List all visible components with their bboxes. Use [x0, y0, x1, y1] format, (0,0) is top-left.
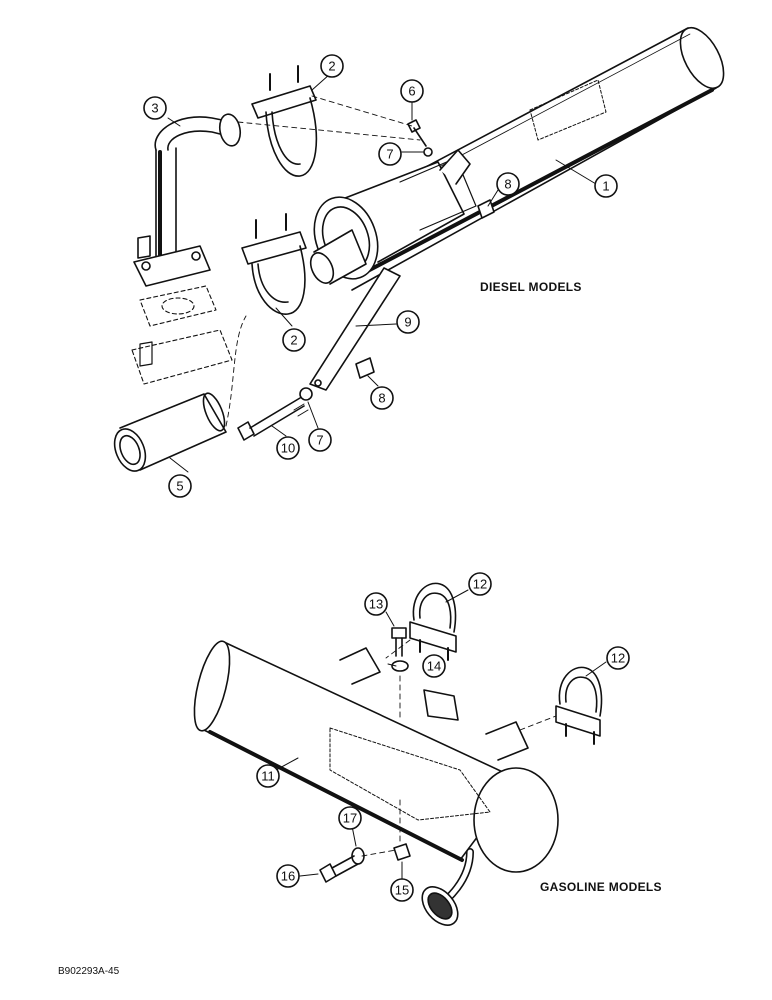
svg-text:14: 14 — [427, 659, 441, 674]
svg-text:2: 2 — [328, 59, 335, 74]
washer-7b — [299, 387, 313, 401]
bolt-16 — [319, 855, 359, 883]
callout-5: 5 — [168, 474, 192, 498]
manifold-stud — [139, 341, 153, 367]
gasoline-clamp-upper — [409, 582, 457, 661]
bolt-13 — [391, 627, 407, 657]
callout-13: 13 — [364, 592, 388, 616]
callout-7-upper: 7 — [378, 142, 402, 166]
callout-8-lower: 8 — [370, 386, 394, 410]
upper-clamp — [251, 65, 318, 177]
callout-15: 15 — [390, 878, 414, 902]
svg-text:13: 13 — [369, 597, 383, 612]
callout-16: 16 — [276, 864, 300, 888]
diesel-muffler — [309, 26, 725, 291]
figure-reference-code: B902293A-45 — [58, 966, 120, 977]
washer-14 — [391, 660, 409, 672]
callout-12-right: 12 — [606, 646, 630, 670]
svg-text:6: 6 — [408, 84, 415, 99]
svg-text:7: 7 — [386, 147, 393, 162]
manifold-gasket-outline — [131, 285, 233, 385]
callout-17: 17 — [338, 806, 362, 830]
diesel-alignment-lines — [225, 95, 421, 427]
callout-12-upper: 12 — [468, 572, 492, 596]
callout-2-upper: 2 — [320, 54, 344, 78]
svg-text:5: 5 — [176, 479, 183, 494]
svg-text:11: 11 — [261, 769, 275, 784]
svg-text:15: 15 — [395, 883, 409, 898]
elbow-pipe — [133, 113, 242, 287]
callout-14: 14 — [422, 654, 446, 678]
short-pipe — [113, 392, 227, 472]
svg-text:9: 9 — [404, 315, 411, 330]
callout-10: 10 — [276, 436, 300, 460]
nut-8a — [477, 199, 495, 219]
svg-text:1: 1 — [602, 179, 609, 194]
callout-8-upper: 8 — [496, 172, 520, 196]
svg-text:12: 12 — [611, 651, 625, 666]
callout-11: 11 — [256, 764, 280, 788]
svg-text:3: 3 — [151, 101, 158, 116]
svg-text:7: 7 — [316, 433, 323, 448]
callout-1: 1 — [594, 174, 618, 198]
callout-6: 6 — [400, 79, 424, 103]
lower-clamp — [241, 213, 307, 315]
svg-text:8: 8 — [378, 391, 385, 406]
diesel-models-label: DIESEL MODELS — [480, 280, 582, 294]
gasoline-alignment-lines — [361, 639, 557, 857]
svg-text:12: 12 — [473, 577, 487, 592]
svg-text:2: 2 — [290, 333, 297, 348]
svg-text:17: 17 — [343, 811, 357, 826]
callout-9: 9 — [396, 310, 420, 334]
nut-8b — [355, 357, 375, 379]
gasoline-models-label: GASOLINE MODELS — [540, 880, 662, 894]
svg-text:10: 10 — [281, 441, 295, 456]
mounting-strap — [309, 267, 401, 391]
gasoline-clamp-right — [555, 666, 603, 745]
bolt-10 — [237, 397, 309, 441]
callout-3: 3 — [143, 96, 167, 120]
nut-15 — [393, 843, 411, 861]
svg-text:8: 8 — [504, 177, 511, 192]
callout-2-lower: 2 — [282, 328, 306, 352]
gasoline-muffler — [193, 640, 559, 926]
washer-7a — [423, 147, 433, 157]
svg-text:16: 16 — [281, 869, 295, 884]
callout-7-lower: 7 — [308, 428, 332, 452]
bolt-6 — [407, 119, 427, 147]
